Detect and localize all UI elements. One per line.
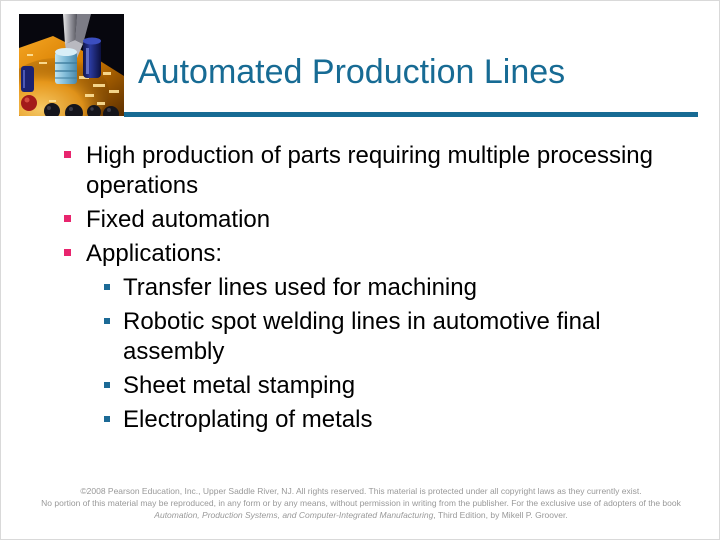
bullet-item: Sheet metal stamping [1, 371, 719, 401]
level2-bullet-square-icon [104, 416, 110, 422]
circuit-board-capacitors-photo [19, 14, 124, 116]
level2-bullet-square-icon [104, 318, 110, 324]
book-edition-author: , Third Edition, by Mikell P. Groover. [433, 510, 568, 520]
title-underline-rule [124, 112, 698, 117]
bullet-list: High production of parts requiring multi… [1, 141, 719, 439]
bullet-line: Applications: [86, 240, 223, 267]
copyright-line-2: No portion of this material may be repro… [41, 498, 681, 508]
level1-bullet-square-icon [64, 249, 71, 256]
bullet-line: Sheet metal stamping [123, 372, 356, 399]
bullet-item: High production of parts requiring multi… [1, 141, 719, 201]
level2-bullet-square-icon [104, 284, 110, 290]
bullet-line: High production of parts requiring multi… [86, 142, 653, 169]
slide-title: Automated Production Lines [138, 53, 566, 91]
copyright-line-1: ©2008 Pearson Education, Inc., Upper Sad… [80, 486, 642, 496]
bullet-line: operations [86, 172, 199, 199]
level1-bullet-square-icon [64, 215, 71, 222]
bullet-line: Robotic spot welding lines in automotive… [123, 308, 601, 335]
level1-bullet-square-icon [64, 151, 71, 158]
bullet-item: Robotic spot welding lines in automotive… [1, 307, 719, 367]
bullet-item: Transfer lines used for machining [1, 273, 719, 303]
copyright-footer: ©2008 Pearson Education, Inc., Upper Sad… [1, 485, 719, 521]
bullet-item: Fixed automation [1, 205, 719, 235]
bullet-line: Fixed automation [86, 206, 271, 233]
bullet-line: assembly [123, 338, 225, 365]
bullet-line: Electroplating of metals [123, 406, 373, 433]
bullet-item: Electroplating of metals [1, 405, 719, 435]
book-title-italic: Automation, Production Systems, and Comp… [154, 510, 434, 520]
copyright-line-3: Automation, Production Systems, and Comp… [1, 509, 719, 521]
level2-bullet-square-icon [104, 382, 110, 388]
bullet-line: Transfer lines used for machining [123, 274, 477, 301]
bullet-item: Applications: [1, 239, 719, 269]
